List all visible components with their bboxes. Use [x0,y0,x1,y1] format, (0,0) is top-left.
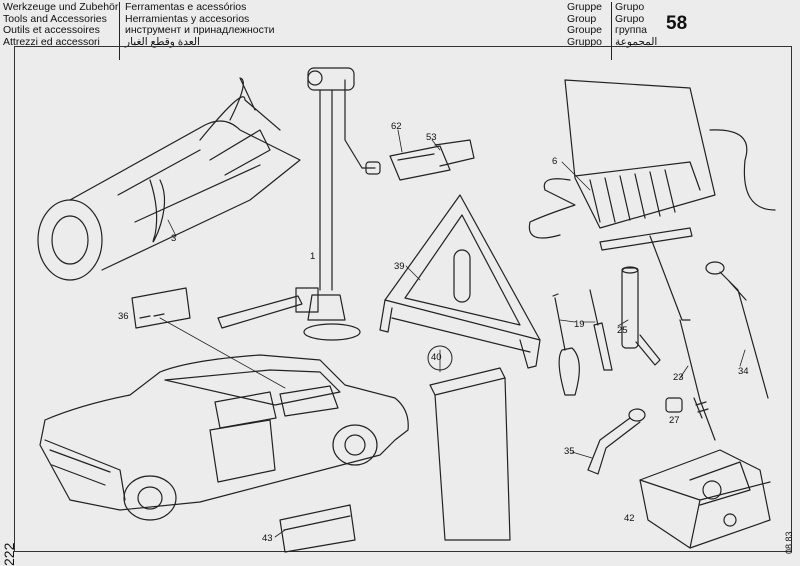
jack-drawing [217,67,381,341]
callout-circle-40 [427,345,453,371]
callout-39: 39 [394,261,405,272]
title-german: Werkzeuge und Zubehör [3,1,119,13]
box-wrench-drawing [587,408,646,475]
cards-drawing [389,139,475,181]
repair-kit-drawing [639,449,771,549]
title-arabic: العدة وقطع الغيار [125,35,200,48]
group-words: Gruppe Group Groupe Gruppo [567,1,603,48]
header-titles-middle: Ferramentas e acessórios Herramientas y … [125,1,275,48]
title-portuguese: Ferramentas e acessórios [125,1,247,13]
adapter-drawing [665,397,683,413]
tool-bag-drawing [528,79,776,239]
callout-1: 1 [310,251,316,262]
callout-leader-lines [159,129,746,538]
page-number: 222 [1,542,17,566]
header-titles-left: Werkzeuge und Zubehör Tools and Accessor… [3,1,119,48]
callout-53: 53 [426,132,437,143]
group-word-es: Grupo [615,12,645,25]
tool-roll-drawing [37,77,301,281]
insurance-card-drawing [131,287,191,329]
group-number: 58 [666,13,688,34]
callout-36: 36 [118,311,129,322]
group-word-pt: Grupo [615,1,645,13]
callout-62: 62 [391,121,402,132]
callout-42: 42 [624,513,635,524]
callout-23: 23 [673,372,684,383]
group-word-de: Gruppe [567,1,603,13]
group-word-fr: Groupe [567,24,603,37]
group-word-ru: группа [615,24,648,37]
callout-43: 43 [262,533,273,544]
title-italian: Attrezzi ed accessori [3,35,100,48]
car-drawing [39,354,409,521]
storage-box-drawing [429,367,511,541]
screwdrivers-drawing [552,289,613,396]
callout-3: 3 [171,233,177,244]
socket-bar-drawing [621,266,661,366]
title-english: Tools and Accessories [3,12,107,25]
title-russian: инструмент и принадлежности [125,24,275,37]
t-handle-wrench-drawing [599,227,716,441]
title-spanish: Herramientas y accesorios [125,12,250,25]
header-divider [119,2,120,60]
callout-34: 34 [738,366,749,377]
group-word-it: Gruppo [567,35,603,48]
callout-35: 35 [564,446,575,457]
callout-19: 19 [574,319,585,330]
callout-6: 6 [552,156,558,167]
callout-40: 40 [431,352,442,363]
callout-27: 27 [669,415,680,426]
illustration-frame [14,46,792,552]
title-french: Outils et accessoires [3,24,100,37]
lug-wrench-drawing [705,261,769,399]
header-divider-right [611,2,612,60]
group-word-ar: المجموعة [615,35,658,48]
warning-triangle-drawing [379,194,541,369]
group-word-en: Group [567,12,597,25]
callout-25: 25 [617,325,628,336]
group-words-translated: Grupo Grupo группа المجموعة [615,1,658,48]
date-code: 08.83 [784,531,794,554]
manual-booklet-drawing [279,504,356,553]
